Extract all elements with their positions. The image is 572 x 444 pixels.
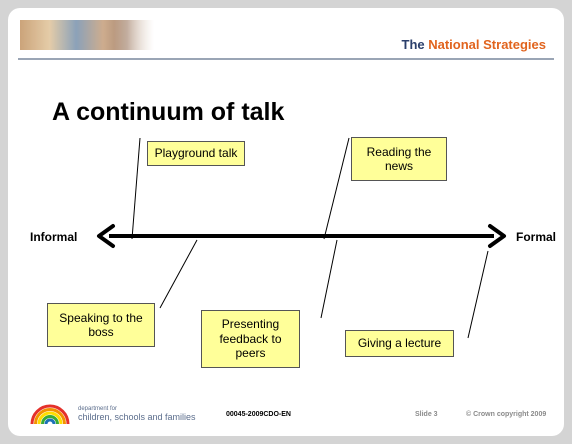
axis-label-formal: Formal bbox=[516, 230, 557, 244]
connector-presenting bbox=[320, 239, 338, 319]
slide-title: A continuum of talk bbox=[52, 98, 285, 126]
connector-playground bbox=[131, 137, 141, 240]
right-arrow-head bbox=[488, 224, 506, 248]
department-prefix: department for bbox=[78, 406, 118, 412]
note-giving-a-lecture: Giving a lecture bbox=[345, 330, 454, 357]
slide-number: Slide 3 bbox=[415, 411, 438, 418]
note-speaking-to-the-boss: Speaking to the boss bbox=[47, 303, 155, 347]
note-presenting-feedback: Presenting feedback to peers bbox=[201, 310, 300, 368]
continuum-diagram bbox=[97, 137, 506, 339]
copyright-notice: © Crown copyright 2009 bbox=[466, 411, 547, 418]
department-title: children, schools and families bbox=[78, 411, 196, 422]
header-photo-strip bbox=[20, 20, 154, 50]
note-reading-the-news: Reading the news bbox=[351, 137, 447, 181]
department-name: department for children, schools and fam… bbox=[78, 406, 196, 422]
brand-logo-text: The National Strategies bbox=[402, 37, 547, 52]
rainbow-logo bbox=[30, 404, 70, 425]
note-playground-talk: Playground talk bbox=[147, 141, 245, 166]
header-divider bbox=[18, 58, 554, 60]
slide-footer: department for children, schools and fam… bbox=[8, 400, 564, 430]
axis-label-informal: Informal bbox=[30, 230, 78, 244]
connector-reading-news bbox=[323, 137, 350, 240]
left-arrow-head bbox=[97, 224, 115, 248]
connector-speaking-boss bbox=[159, 239, 198, 309]
brand-highlight: National Strategies bbox=[428, 37, 546, 52]
brand-prefix: The bbox=[401, 37, 429, 52]
connector-lecture bbox=[467, 250, 489, 339]
slide: The National Strategies A continuum of t… bbox=[8, 8, 564, 436]
document-reference: 00045-2009CDO-EN bbox=[226, 411, 291, 418]
